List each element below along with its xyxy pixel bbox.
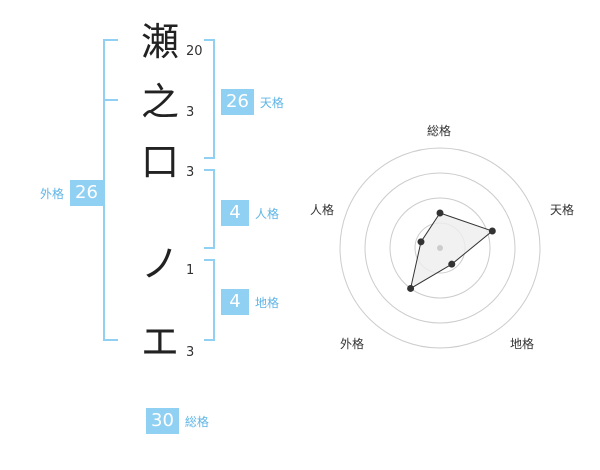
- radar-label-tenkaku: 天格: [550, 203, 575, 217]
- tenkaku-badge: 26 天格: [221, 89, 284, 115]
- radar-center: [437, 245, 443, 251]
- radar-point-3: [448, 260, 456, 268]
- name-char-2: 之: [140, 80, 179, 124]
- radar-ring-3: [364, 172, 516, 324]
- gaikaku-label: 外格: [40, 186, 65, 201]
- radar-polygon: [409, 212, 494, 290]
- name-breakdown: 瀬 20 之 3 口 3 ノ 1 エ 3 26 天格 4 人格 4 地格 外格 …: [40, 20, 284, 434]
- radar-label-gaikaku: 外格: [340, 337, 365, 351]
- stroke-count-1: 20: [186, 44, 203, 59]
- radar-point-4: [407, 284, 415, 292]
- radar-label-soukaku: 総格: [427, 124, 452, 138]
- tenkaku-label: 天格: [259, 95, 284, 110]
- stroke-count-3: 3: [186, 165, 195, 180]
- outer-bracket: [103, 39, 118, 341]
- chikaku-badge: 4 地格: [221, 289, 279, 315]
- radar-point-5: [417, 238, 425, 246]
- soukaku-label: 総格: [184, 414, 209, 429]
- name-char-3: 口: [140, 140, 179, 184]
- jinkaku-bracket: [204, 169, 215, 249]
- name-char-4: ノ: [140, 242, 179, 286]
- radar-chart: 総格 天格 地格 外格 人格: [310, 110, 590, 390]
- stroke-count-2: 3: [186, 105, 195, 120]
- radar-label-chikaku: 地格: [510, 337, 535, 351]
- chikaku-bracket: [204, 259, 215, 341]
- chikaku-value: 4: [221, 289, 249, 315]
- radar-point-1: [436, 209, 444, 217]
- bracket-lines: [103, 39, 215, 341]
- chikaku-label: 地格: [255, 295, 280, 310]
- radar-svg: [339, 147, 541, 349]
- stroke-count-5: 3: [186, 345, 195, 360]
- soukaku-badge: 30 総格: [146, 408, 209, 434]
- jinkaku-value: 4: [221, 200, 249, 226]
- gaikaku-value: 26: [70, 180, 103, 206]
- radar-ring-4: [339, 147, 541, 349]
- radar-label-jinkaku: 人格: [310, 203, 335, 217]
- jinkaku-label: 人格: [255, 206, 280, 221]
- stroke-count-4: 1: [186, 263, 195, 278]
- name-char-5: エ: [140, 320, 179, 364]
- radar-point-2: [488, 227, 496, 235]
- tenkaku-value: 26: [221, 89, 254, 115]
- soukaku-value: 30: [146, 408, 179, 434]
- jinkaku-badge: 4 人格: [221, 200, 279, 226]
- gaikaku-badge: 外格 26: [40, 180, 103, 206]
- tenkaku-bracket: [204, 39, 215, 159]
- name-char-1: 瀬: [140, 20, 179, 64]
- radar-ring-2: [389, 197, 491, 299]
